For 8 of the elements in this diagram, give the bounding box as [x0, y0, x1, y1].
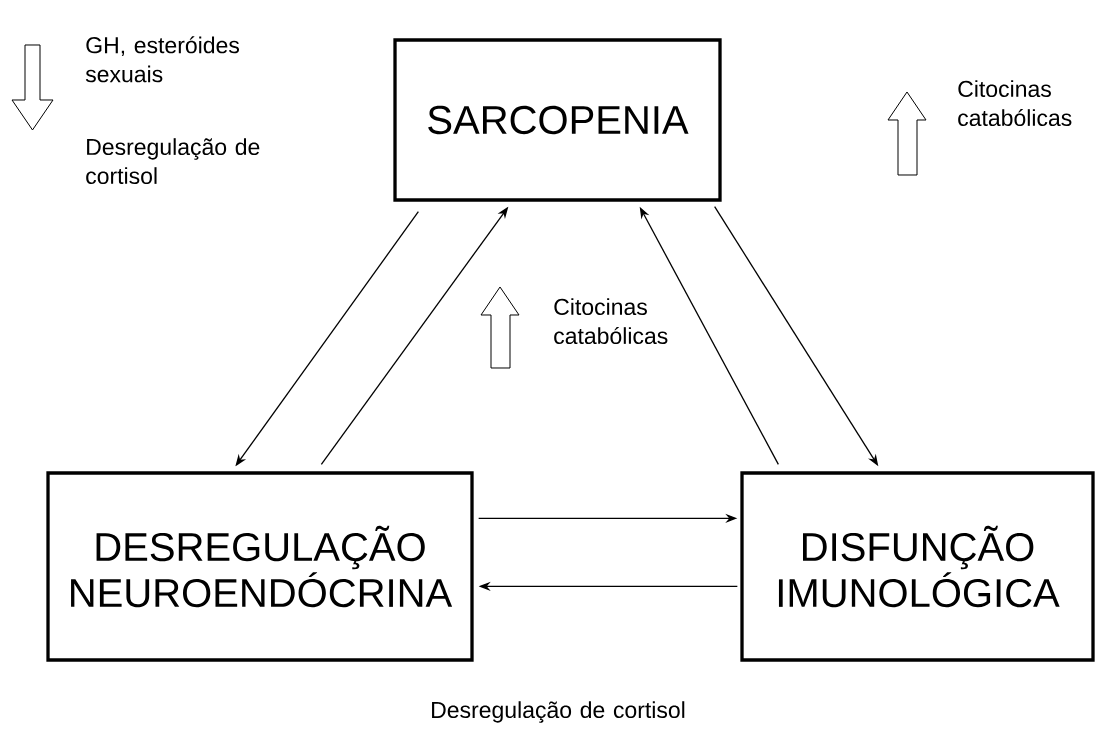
label-text: Citocinas catabólicas [958, 80, 1072, 127]
label-text: Citocinas catabólicas [554, 298, 668, 345]
text-box: DESREGULAÇÃO NEUROENDÓCRINA [46, 471, 474, 662]
label-text: Desregulação de cortisol [86, 138, 260, 185]
text-box: SARCOPENIA [393, 38, 722, 202]
label-text: Desregulação de cortisol [432, 701, 685, 723]
label-text: GH, esteróides sexuais [85, 36, 239, 83]
text-box: DISFUNÇÃO IMUNOLÓGICA [740, 471, 1095, 662]
